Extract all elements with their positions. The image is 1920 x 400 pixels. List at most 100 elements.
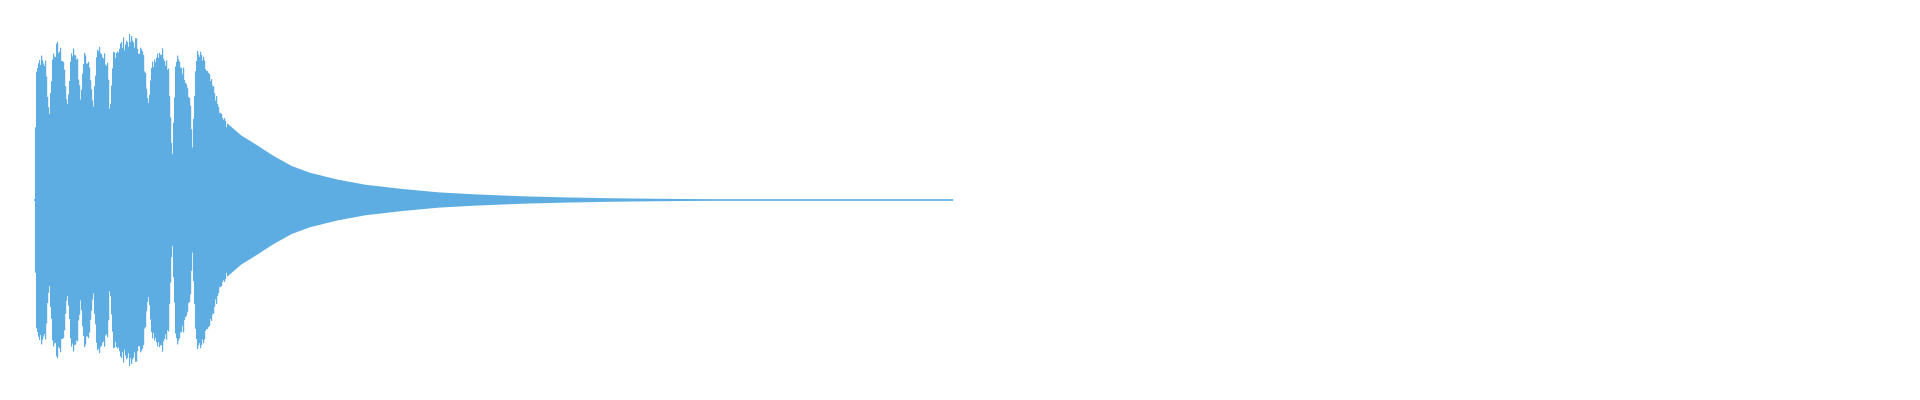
waveform-sample [624, 198, 626, 202]
waveform-sample [159, 52, 161, 348]
waveform-sample [934, 199, 936, 201]
waveform-sample [753, 199, 755, 201]
waveform-sample [323, 176, 325, 224]
waveform-sample [322, 175, 324, 225]
waveform-sample [112, 68, 114, 332]
waveform-sample [50, 92, 52, 308]
waveform-sample [579, 197, 581, 203]
waveform-sample [143, 55, 145, 345]
waveform-sample [715, 199, 717, 201]
waveform-sample [916, 199, 918, 201]
waveform-sample [43, 63, 45, 337]
waveform-sample [121, 41, 123, 359]
waveform-sample [312, 173, 314, 227]
waveform-sample [408, 189, 410, 211]
waveform-sample [226, 127, 228, 273]
waveform-sample [57, 41, 59, 359]
waveform-sample [470, 194, 472, 206]
waveform-sample [515, 196, 517, 204]
waveform-sample [103, 58, 105, 342]
waveform-sample [703, 199, 705, 201]
waveform-sample [952, 199, 954, 201]
waveform-sample [685, 199, 687, 201]
waveform-sample [350, 182, 352, 218]
waveform-sample [554, 197, 556, 203]
waveform-sample [862, 199, 864, 201]
waveform-sample [814, 199, 816, 201]
waveform-sample [926, 199, 928, 201]
waveform-sample [385, 187, 387, 213]
waveform-sample [898, 199, 900, 201]
waveform-sample [242, 136, 244, 264]
waveform-sample [790, 199, 792, 201]
waveform-sample [221, 114, 223, 286]
waveform-sample [278, 158, 280, 242]
waveform-sample [647, 198, 649, 202]
waveform-sample [394, 188, 396, 212]
waveform-sample [429, 191, 431, 209]
waveform-sample [498, 195, 500, 205]
waveform-sample [566, 197, 568, 203]
waveform-sample [475, 194, 477, 206]
waveform-sample [96, 57, 98, 343]
waveform-sample [156, 57, 158, 343]
waveform-sample [661, 198, 663, 202]
waveform-sample [397, 188, 399, 212]
waveform-sample [56, 43, 58, 357]
waveform-sample [245, 138, 247, 262]
waveform-sample [480, 194, 482, 206]
waveform-sample [118, 52, 120, 348]
waveform-sample [697, 199, 699, 201]
waveform-sample [319, 175, 321, 225]
waveform-sample [650, 198, 652, 202]
waveform-sample [746, 199, 748, 201]
waveform-sample [866, 199, 868, 201]
waveform-sample [107, 62, 109, 338]
waveform-sample [627, 198, 629, 202]
waveform-sample [244, 137, 246, 263]
waveform-sample [805, 199, 807, 201]
waveform-sample [76, 59, 78, 341]
waveform-sample [497, 195, 499, 205]
waveform-sample [114, 52, 116, 348]
waveform-sample [944, 199, 946, 201]
waveform-sample [900, 199, 902, 201]
waveform-sample [834, 199, 836, 201]
waveform-sample [763, 199, 765, 201]
waveform-sample [405, 189, 407, 211]
waveform-sample [201, 55, 203, 345]
waveform-sample [723, 199, 725, 201]
waveform-sample [488, 194, 490, 206]
waveform-sample [562, 197, 564, 203]
waveform-sample [777, 199, 779, 201]
waveform-sample [318, 174, 320, 226]
waveform-sample [374, 185, 376, 215]
waveform-sample [935, 199, 937, 201]
waveform-sample [692, 199, 694, 201]
waveform-sample [861, 199, 863, 201]
waveform-sample [915, 199, 917, 201]
waveform-sample [326, 176, 328, 224]
waveform-sample [466, 193, 468, 207]
waveform-sample [851, 199, 853, 201]
waveform-sample [305, 171, 307, 229]
waveform-sample [302, 170, 304, 230]
waveform-sample [234, 129, 236, 271]
waveform-sample [825, 199, 827, 201]
waveform-sample [508, 195, 510, 205]
waveform-sample [261, 148, 263, 252]
waveform-sample [424, 191, 426, 209]
waveform-sample [848, 199, 850, 201]
waveform-sample [906, 199, 908, 201]
waveform-sample [673, 198, 675, 202]
waveform-sample [152, 61, 154, 339]
waveform-sample [433, 191, 435, 209]
waveform-sample [249, 140, 251, 260]
waveform-sample [264, 150, 266, 250]
waveform-sample [510, 195, 512, 205]
waveform-sample [352, 182, 354, 218]
waveform-sample [705, 199, 707, 201]
waveform-sample [317, 174, 319, 226]
waveform-sample [491, 195, 493, 205]
waveform-sample [383, 186, 385, 214]
